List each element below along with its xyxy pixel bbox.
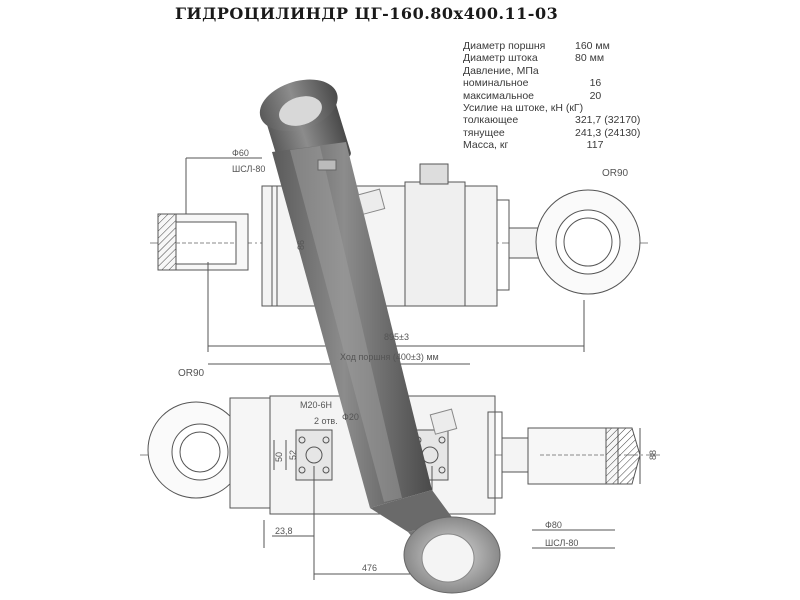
dim-phi20: Ф20 [342, 412, 359, 422]
spec-label: Диаметр поршня [463, 40, 546, 52]
spec-row: Усилие на штоке, кН (кГ) [463, 102, 643, 114]
spec-value: 117 [575, 139, 604, 152]
spec-row: Диаметр штока 80 мм [463, 52, 643, 64]
spec-row: номинальное 16 [463, 77, 643, 89]
dim-r90-top: ОR90 [602, 168, 629, 179]
dim-phi80: Ф80 [545, 520, 562, 530]
dim-23-8: 23,8 [275, 526, 293, 536]
dim-phi60: Ф60 [232, 148, 249, 158]
spec-value: 160 мм [575, 40, 610, 52]
dim-88: 88 [648, 450, 658, 460]
dim-52: 52 [288, 450, 298, 460]
spec-value: 20 [575, 89, 602, 102]
spec-row: толкающее 321,7 (32170) [463, 114, 643, 126]
spec-row: Диаметр поршня 160 мм [463, 40, 643, 52]
spec-value: 321,7 (32170) [575, 114, 641, 127]
cylinder-3d-render [259, 79, 501, 594]
dim-length-895: 895±3 [384, 332, 409, 342]
dim-86: 86 [296, 240, 306, 250]
spec-value: 80 мм [575, 52, 605, 65]
spec-row: Масса, кг 117 [463, 139, 643, 151]
dim-r90-bottom: ОR90 [178, 368, 205, 379]
dim-m20: М20-6Н [300, 400, 332, 410]
spec-row: Давление, МПа [463, 65, 643, 77]
dim-476: 476 [362, 563, 377, 573]
spec-label: максимальное [463, 89, 535, 102]
spec-value: 241,3 (24130) [575, 126, 641, 139]
spec-row: тянущее 241,3 (24130) [463, 127, 643, 139]
spec-label: номинальное [463, 77, 529, 90]
spec-label: Давление, МПа [463, 64, 539, 77]
dim-2-otv: 2 отв. [314, 416, 338, 426]
spec-label: Масса, кг [463, 139, 509, 152]
spec-label: тянущее [463, 126, 505, 139]
dim-stroke: Ход поршня (400±3) мм [340, 352, 439, 362]
spec-table: Диаметр поршня 160 мм Диаметр штока 80 мм… [463, 40, 643, 152]
dim-shsl80-top: ШСЛ-80 [232, 164, 265, 174]
spec-label: Диаметр штока [463, 52, 538, 65]
spec-label: толкающее [463, 114, 519, 127]
spec-label: Усилие на штоке, кН (кГ) [463, 102, 584, 115]
dim-50: 50 [274, 452, 284, 462]
dim-shsl80-bottom: ШСЛ-80 [545, 538, 578, 548]
drawing-title: ГИДРОЦИЛИНДР ЦГ-160.80х400.11-03 [175, 4, 559, 23]
spec-row: максимальное 20 [463, 90, 643, 102]
spec-value: 16 [575, 77, 602, 90]
